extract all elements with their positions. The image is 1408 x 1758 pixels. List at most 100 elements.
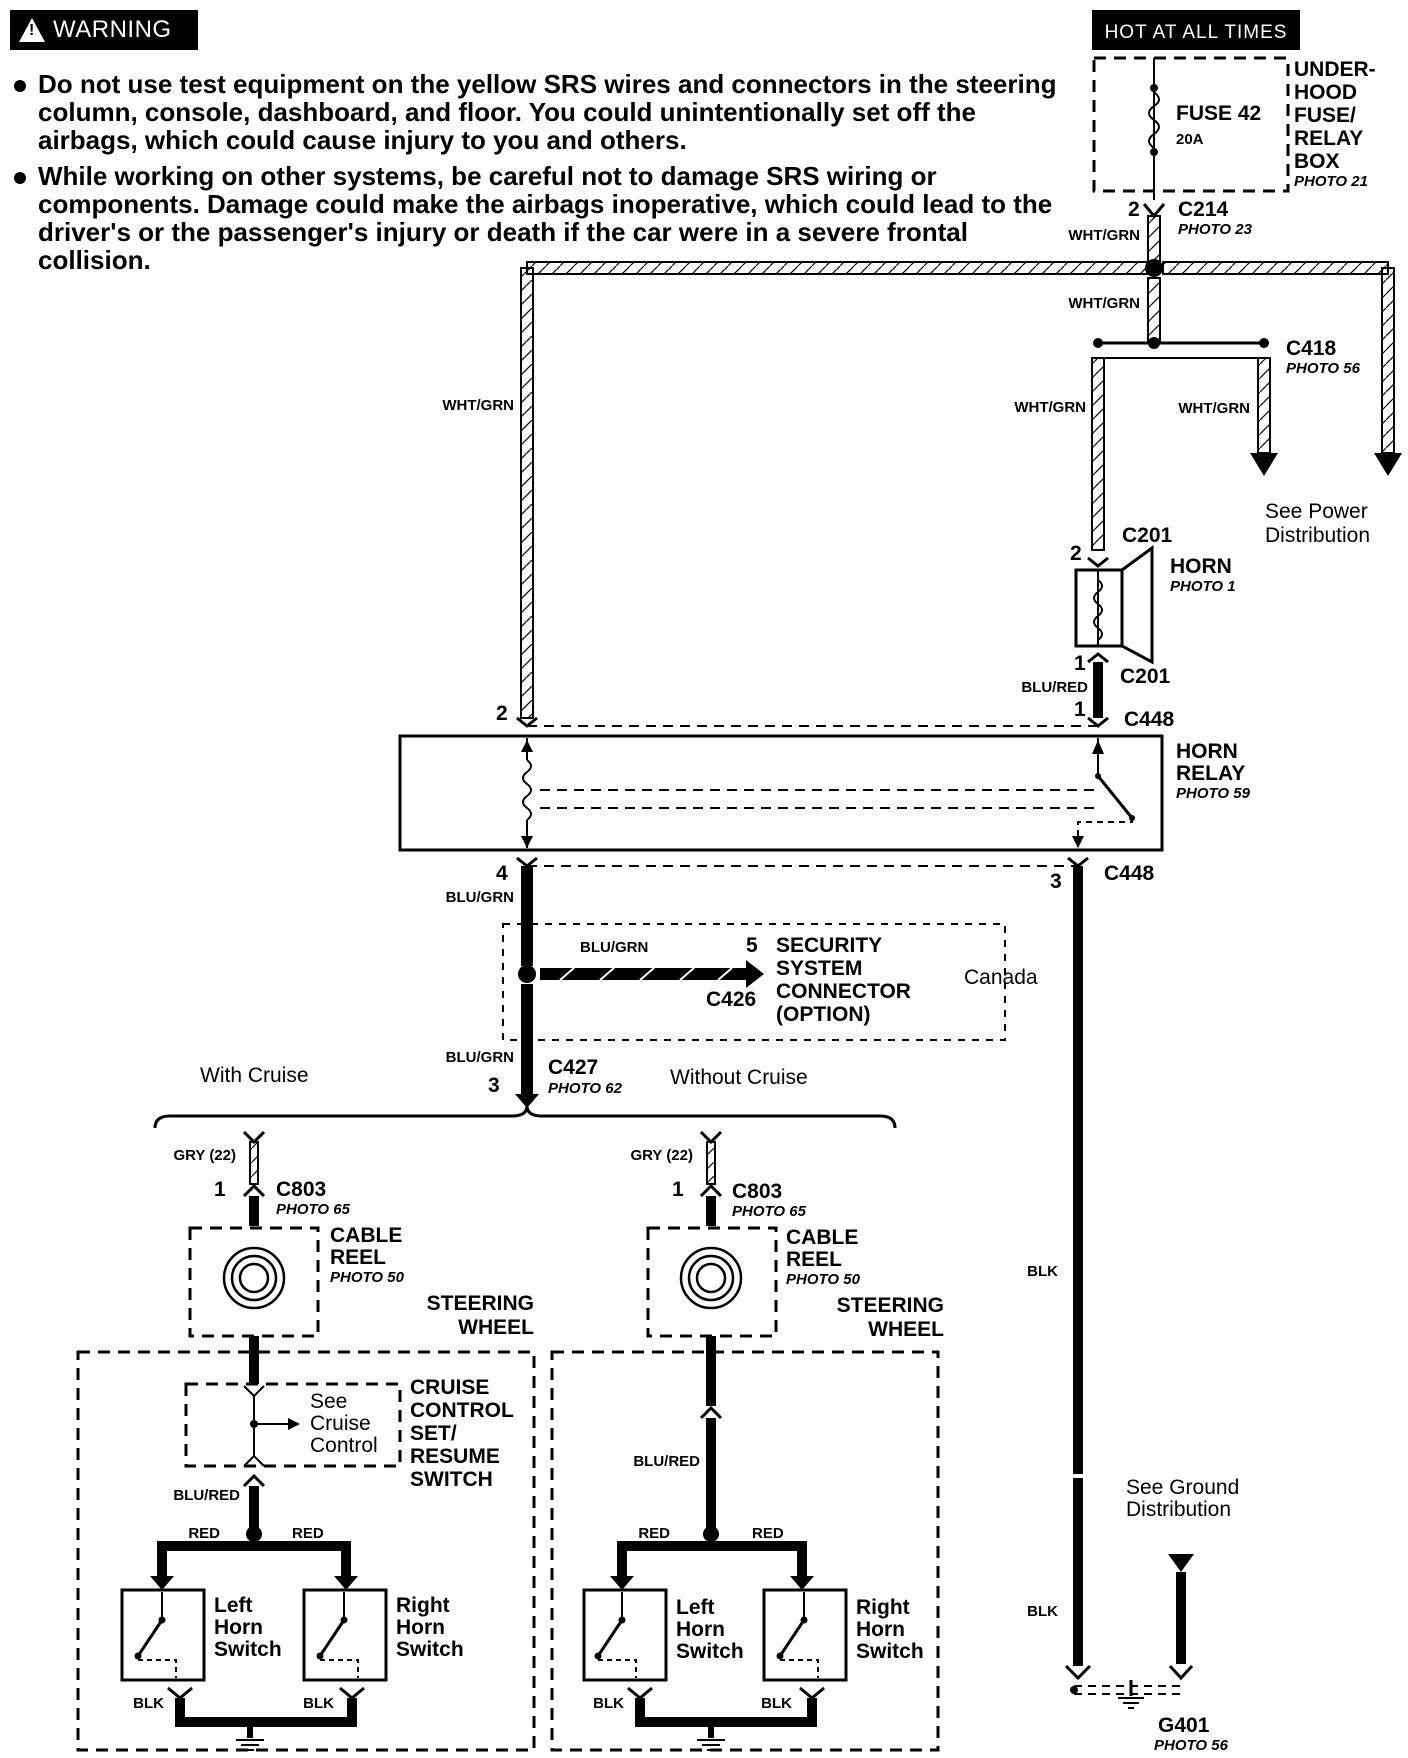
horn-relay-label-2: RELAY: [1176, 762, 1245, 785]
wire-label-red-right-a: RED: [638, 1525, 670, 1542]
fuse-box-label-3: FUSE/: [1294, 104, 1356, 127]
horn-c201-label-bottom: C201: [1120, 665, 1171, 688]
right-horn-switch-right-label-2: Horn: [856, 1618, 905, 1641]
c427-photo: PHOTO 62: [548, 1080, 623, 1097]
without-cruise-label: Without Cruise: [670, 1066, 808, 1089]
cruise-switch-label-2: CONTROL: [410, 1399, 514, 1422]
cruise-switch-label-3: SET/: [410, 1422, 457, 1445]
wire-label-blu-red-horn: BLU/RED: [1021, 679, 1088, 696]
steering-wheel-right-1: STEERING: [837, 1294, 944, 1317]
horn-icon: [1120, 545, 1154, 665]
wire-label-blu-red-left: BLU/RED: [173, 1487, 240, 1504]
fuse-box-label-2: HOOD: [1294, 81, 1357, 104]
wire-label-blk-main-b: BLK: [1027, 1603, 1058, 1620]
left-horn-switch-label-1: Left: [214, 1594, 253, 1617]
wire-label-blu-red-right: BLU/RED: [633, 1453, 700, 1470]
with-cruise-circuit: GRY (22) 1 C803 PHOTO 65 CABLE REEL PHOT…: [76, 1130, 536, 1752]
right-horn-switch-right-label-3: Switch: [856, 1640, 924, 1663]
horn-photo: PHOTO 1: [1170, 578, 1236, 595]
left-horn-switch-right: [582, 1588, 668, 1682]
see-power-line2[interactable]: Distribution: [1265, 524, 1370, 547]
right-horn-switch-label-1: Right: [396, 1594, 450, 1617]
horn-relay-box: [398, 734, 1164, 852]
warning-triangle-icon: !: [19, 18, 45, 42]
right-horn-switch-right-label-1: Right: [856, 1596, 910, 1619]
see-cruise-line2[interactable]: Cruise: [310, 1412, 371, 1435]
c214-pin: 2: [1128, 198, 1140, 221]
without-cruise-circuit: GRY (22) 1 C803 PHOTO 65 CABLE REEL PHOT…: [550, 1130, 944, 1752]
wire-label-red-right-b: RED: [752, 1525, 784, 1542]
c803-photo-left: PHOTO 65: [276, 1201, 351, 1218]
c803-label-left: C803: [276, 1178, 326, 1201]
power-distribution-arrow-left: [1250, 453, 1278, 476]
wire-label-blk-right-a: BLK: [593, 1695, 624, 1712]
wire-label-gry-right: GRY (22): [630, 1147, 693, 1164]
wire-label-wht-grn-c418: WHT/GRN: [1178, 400, 1250, 417]
cruise-switch-box: [184, 1382, 402, 1468]
wire-label-gry-left: GRY (22): [173, 1147, 236, 1164]
fuse-box-photo: PHOTO 21: [1294, 173, 1368, 190]
power-distribution-arrow-right: [1374, 453, 1402, 476]
relay-pin-1: 1: [1074, 698, 1086, 721]
hot-at-all-times-banner: [1092, 10, 1300, 50]
relay-coil-icon: [522, 759, 532, 821]
security-arrow-icon: [746, 960, 764, 988]
underhood-fuse-box: [1092, 56, 1290, 193]
relay-pin-2: 2: [496, 702, 508, 725]
warning-badge: ! WARNING: [10, 10, 198, 50]
right-horn-switch-left: [302, 1588, 388, 1682]
see-power-line1[interactable]: See Power: [1265, 500, 1368, 523]
security-label-2[interactable]: SYSTEM: [776, 957, 862, 980]
see-cruise-line3[interactable]: Control: [310, 1434, 378, 1457]
wire-label-blu-grn-top: BLU/GRN: [446, 889, 514, 906]
c426-label: C426: [706, 988, 756, 1011]
cruise-switch-label-1: CRUISE: [410, 1376, 489, 1399]
cable-reel-label-left-2: REEL: [330, 1246, 386, 1269]
canada-label: Canada: [964, 966, 1038, 989]
variant-brace: [153, 1105, 897, 1129]
cruise-switch-label-4: RESUME: [410, 1445, 500, 1468]
wire-label-blk-left-b: BLK: [303, 1695, 334, 1712]
wire-label-wht-grn-left: WHT/GRN: [442, 397, 514, 414]
security-label-1[interactable]: SECURITY: [776, 934, 882, 957]
cruise-switch-label-5: SWITCH: [410, 1468, 493, 1491]
horn-relay-photo: PHOTO 59: [1176, 785, 1251, 802]
steering-wheel-region-left: [76, 1350, 536, 1752]
cable-reel-icon-left: [222, 1246, 286, 1310]
security-label-4[interactable]: (OPTION): [776, 1003, 871, 1026]
horn-relay-label-1: HORN: [1176, 740, 1238, 763]
c418-label: C418: [1286, 337, 1337, 360]
cable-reel-icon-right: [679, 1246, 743, 1310]
wire-label-blu-grn-bottom: BLU/GRN: [446, 1049, 514, 1066]
fuse-box-label-4: RELAY: [1294, 127, 1363, 150]
security-pin: 5: [746, 934, 758, 957]
left-horn-switch-right-label-1: Left: [676, 1596, 715, 1619]
wire-label-red-left-a: RED: [188, 1525, 220, 1542]
fuse-42-icon: [1148, 91, 1160, 149]
wire-label-red-left-b: RED: [292, 1525, 324, 1542]
left-horn-switch-label-2: Horn: [214, 1616, 263, 1639]
wire-label-blu-grn-security: BLU/GRN: [580, 939, 648, 956]
left-horn-switch-right-label-2: Horn: [676, 1618, 725, 1641]
warning-bullet-2: While working on other systems, be caref…: [8, 162, 1058, 274]
fuse-42-label: FUSE 42: [1176, 102, 1261, 125]
right-horn-switch-right: [762, 1588, 848, 1682]
steering-wheel-left-1: STEERING: [427, 1292, 534, 1315]
wire-label-blk-right-b: BLK: [761, 1695, 792, 1712]
cable-reel-right: [646, 1226, 778, 1338]
hot-at-all-times-label: HOT AT ALL TIMES: [1105, 22, 1288, 43]
c803-pin-right: 1: [672, 1178, 684, 1201]
g401-label: G401: [1158, 1714, 1210, 1737]
fuse-box-label-5: BOX: [1294, 150, 1340, 173]
see-ground-line2[interactable]: Distribution: [1126, 1498, 1231, 1521]
cable-reel-photo-right: PHOTO 50: [786, 1271, 861, 1288]
security-label-3[interactable]: CONNECTOR: [776, 980, 911, 1003]
see-cruise-line1[interactable]: See: [310, 1390, 347, 1413]
see-ground-line1[interactable]: See Ground: [1126, 1476, 1239, 1499]
c803-label-right: C803: [732, 1180, 782, 1203]
blu-grn-splice: [518, 965, 536, 983]
c214-photo: PHOTO 23: [1178, 221, 1253, 238]
c427-pin: 3: [488, 1074, 500, 1097]
